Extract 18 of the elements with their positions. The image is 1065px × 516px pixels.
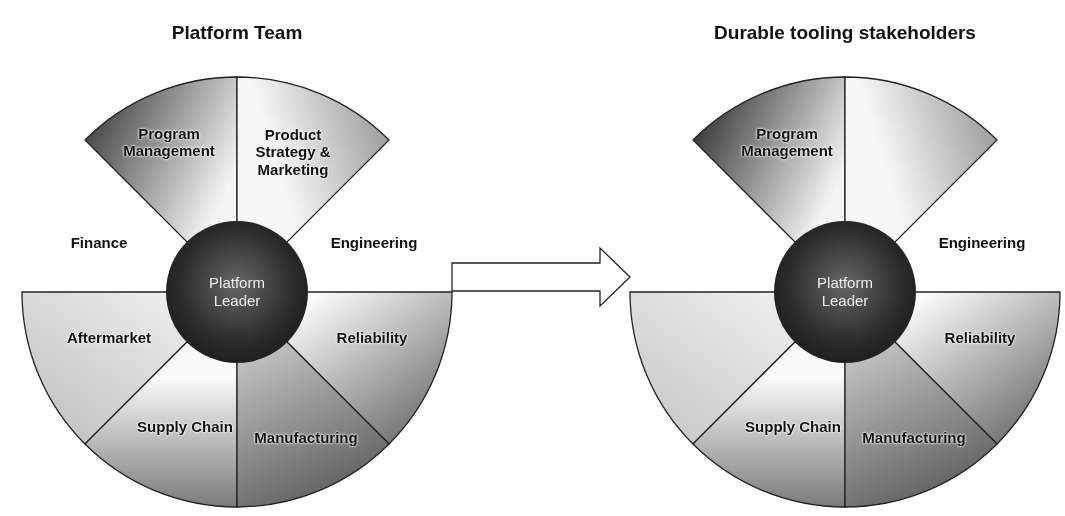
- hub-label: Platform Leader: [816, 274, 874, 310]
- sector-label: Manufacturing: [861, 429, 967, 447]
- wheel-title: Platform Team: [170, 22, 304, 44]
- sector-label: Supply Chain: [744, 418, 842, 436]
- sector-label: Product Strategy & Marketing: [254, 126, 332, 178]
- sector-label: Reliability: [335, 329, 409, 347]
- sector-label: Manufacturing: [253, 429, 359, 447]
- wheel-title: Durable tooling stakeholders: [713, 22, 977, 44]
- sector-label: Program Management: [122, 124, 216, 160]
- block-arrow: [451, 246, 631, 308]
- hub-label: Platform Leader: [208, 274, 266, 310]
- segment-label: Engineering: [330, 233, 418, 251]
- sector-label: Supply Chain: [136, 418, 234, 436]
- segment-label: Finance: [70, 233, 128, 251]
- sector-label: Aftermarket: [65, 329, 153, 347]
- sector-label: Program Management: [740, 124, 834, 160]
- segment-label: Engineering: [938, 233, 1026, 251]
- sector-label: Reliability: [943, 329, 1017, 347]
